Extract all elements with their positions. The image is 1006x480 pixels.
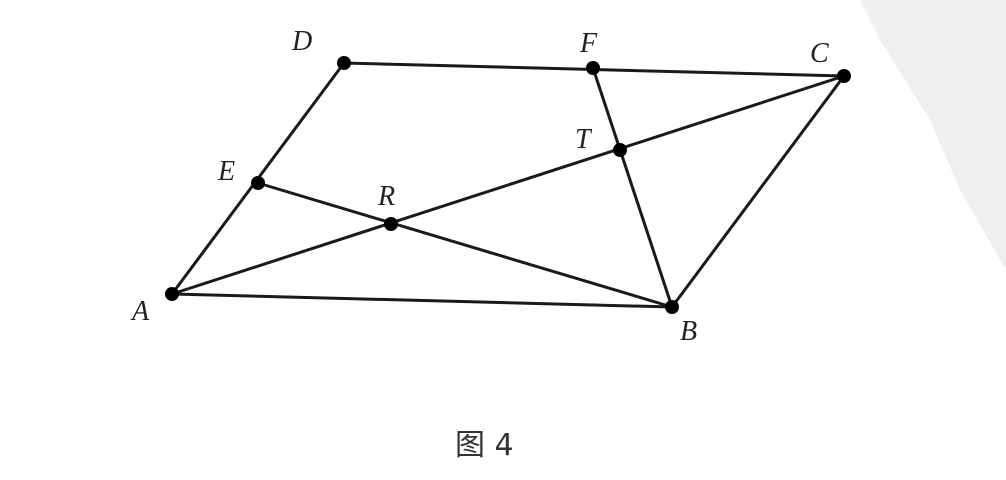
point-T (613, 143, 627, 157)
label-B: B (680, 316, 697, 347)
segment-AB (171, 292, 673, 309)
segment-EB (257, 181, 673, 309)
point-R (384, 217, 398, 231)
point-F (586, 61, 600, 75)
label-E: E (217, 156, 235, 187)
label-R: R (377, 181, 395, 212)
point-labels: A B C D E F R T (130, 26, 829, 347)
label-D: D (291, 26, 312, 57)
label-F: F (579, 28, 598, 59)
segments (170, 61, 846, 309)
segment-AC (171, 74, 845, 296)
point-B (665, 300, 679, 314)
label-A: A (130, 296, 150, 327)
point-E (251, 176, 265, 190)
shaded-background-region (860, 0, 1006, 270)
segment-BC (670, 75, 846, 308)
label-C: C (810, 38, 829, 69)
figure-caption: 图 4 (455, 428, 514, 463)
point-C (837, 69, 851, 83)
label-T: T (575, 124, 593, 155)
point-D (337, 56, 351, 70)
point-A (165, 287, 179, 301)
segment-FB (591, 67, 674, 308)
points (165, 56, 851, 314)
